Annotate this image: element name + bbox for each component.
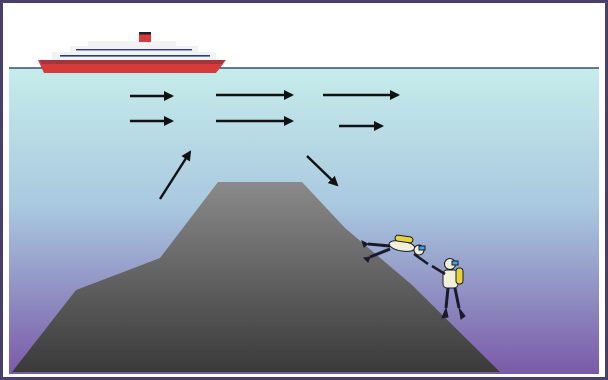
- ship-funnel: [139, 34, 151, 42]
- ship-deck-upper: [88, 41, 176, 47]
